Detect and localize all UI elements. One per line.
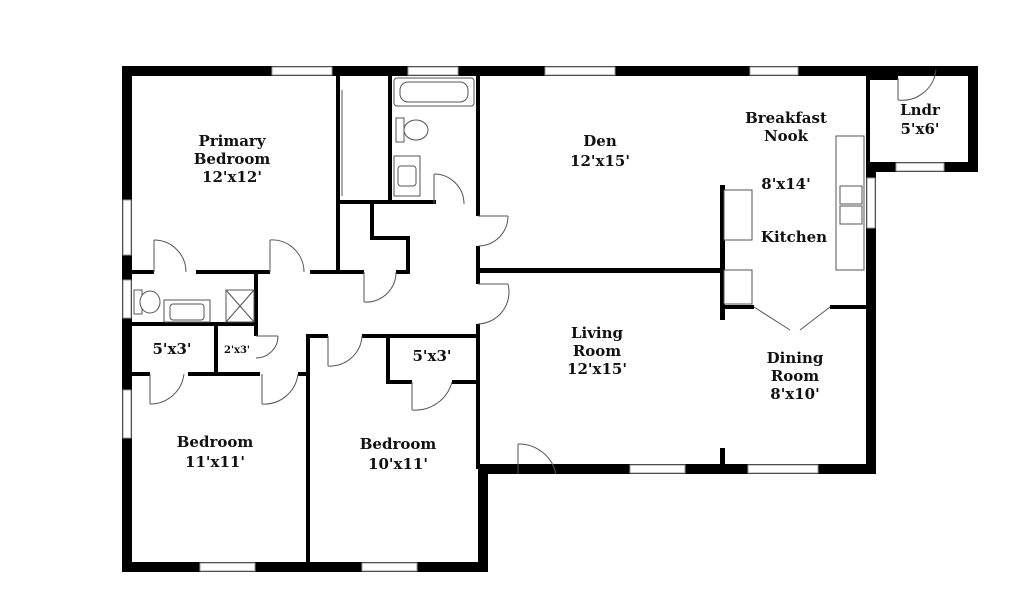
room-dims-breakfast-nook: 8'x14'	[761, 175, 810, 193]
room-name-bedroom-mid: Bedroom	[360, 435, 437, 453]
room-name-primary-bedroom: Bedroom	[194, 150, 271, 168]
toilet-icon	[395, 117, 429, 143]
room-name-living-room: Living	[571, 324, 624, 342]
room-name-kitchen: Kitchen	[761, 228, 827, 246]
room-name-breakfast-nook: Breakfast	[745, 109, 827, 127]
interior-walls	[132, 76, 898, 566]
room-name-laundry: Lndr	[900, 101, 941, 119]
room-dims-den: 12'x15'	[570, 152, 630, 170]
room-name-bedroom-left: Bedroom	[177, 433, 254, 451]
fixtures	[133, 77, 865, 323]
room-name-dining-room: Room	[771, 367, 819, 385]
room-dims-bedroom-mid: 10'x11'	[368, 455, 428, 473]
room-name-primary-bedroom: Primary	[198, 132, 266, 150]
toilet-icon	[133, 289, 161, 315]
room-dims-closet-left: 5'x3'	[152, 340, 191, 358]
room-dims-bedroom-left: 11'x11'	[185, 453, 245, 471]
room-dims-living-room: 12'x15'	[567, 360, 627, 378]
vanity-icon	[163, 299, 211, 323]
room-name-den: Den	[583, 132, 617, 150]
room-name-breakfast-nook: Nook	[764, 127, 809, 145]
room-dims-closet-mid: 5'x3'	[412, 347, 451, 365]
room-name-dining-room: Dining	[767, 349, 824, 367]
room-dims-closet-small: 2'x3'	[224, 345, 250, 356]
kitchen-sink-icon	[839, 185, 863, 225]
room-dims-dining-room: 8'x10'	[770, 385, 819, 403]
bathtub-icon	[393, 77, 475, 107]
room-name-living-room: Room	[573, 342, 621, 360]
room-labels: Primary Bedroom 12'x12' Den 12'x15' Brea…	[152, 101, 941, 473]
windows	[122, 66, 945, 572]
room-dims-laundry: 5'x6'	[900, 120, 939, 138]
doors	[149, 69, 937, 475]
room-dims-primary-bedroom: 12'x12'	[202, 168, 262, 186]
sink-icon	[393, 155, 421, 197]
shower-icon	[225, 289, 255, 323]
